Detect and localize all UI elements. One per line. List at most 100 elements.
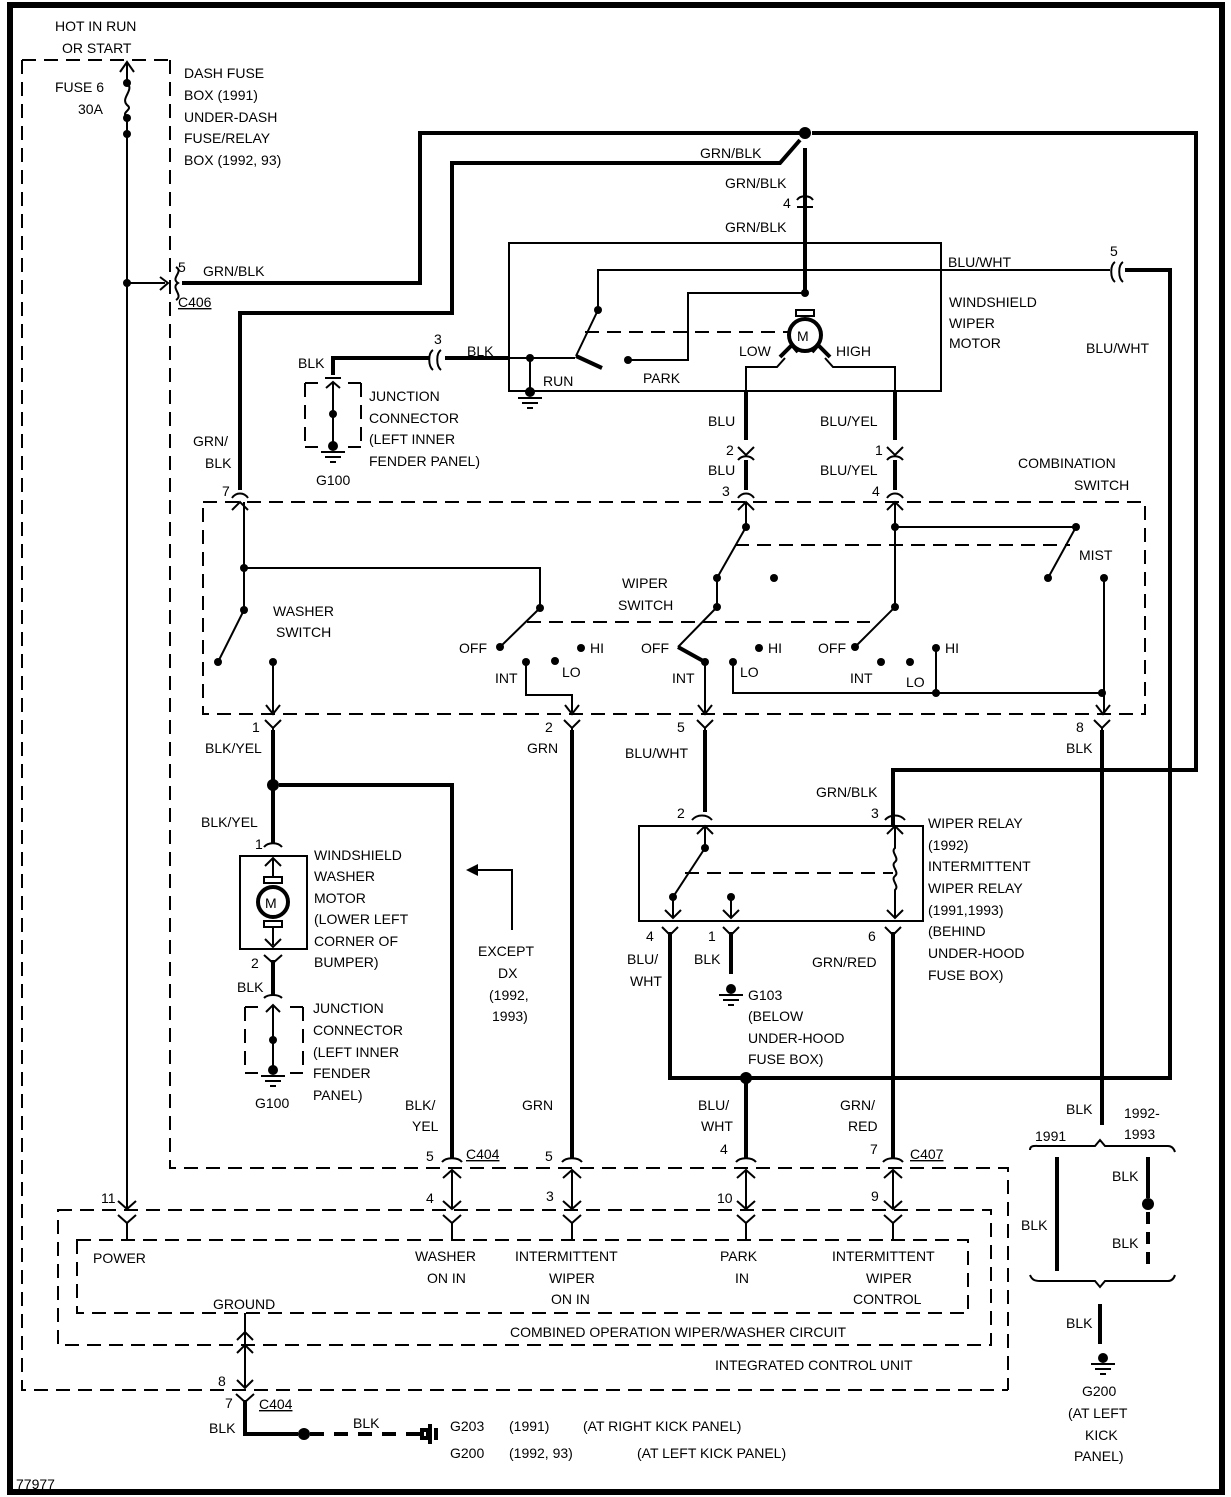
wire-label-blk-dashed: BLK xyxy=(353,1415,380,1431)
icu-int-ctrl-label-2: WIPER xyxy=(866,1270,912,1286)
c404-pin-5b: 5 xyxy=(545,1148,553,1164)
g100-top-label: G100 xyxy=(316,472,350,488)
relay-label-1: WIPER RELAY xyxy=(928,815,1023,831)
relay-label-2: (1992) xyxy=(928,837,968,853)
wire-label-grn-blk-relay: GRN/BLK xyxy=(816,784,878,800)
jc-bottom-label-5: PANEL) xyxy=(313,1087,363,1103)
combined-operation-circuit-box xyxy=(76,1239,969,1314)
fuse-rating: 30A xyxy=(78,101,104,117)
wire-label-blk-right-bottom: BLK xyxy=(1066,1315,1093,1331)
fuse-icon xyxy=(124,82,131,118)
wire-label-grn-slash: GRN/ xyxy=(193,433,228,449)
fuse-box-boundary-inner xyxy=(169,60,1009,1390)
c404-label-top: C404 xyxy=(466,1146,500,1162)
g200-right-loc-3: PANEL) xyxy=(1074,1448,1124,1464)
jc-top-label-1: JUNCTION xyxy=(369,388,440,404)
icu-pin-4: 4 xyxy=(426,1190,434,1206)
washer-pin-1: 1 xyxy=(255,836,263,852)
cs-pin-4: 4 xyxy=(872,483,880,499)
wire-label-blk-1992-a: BLK xyxy=(1112,1168,1139,1184)
wire-label-blu-yel-b: BLU/YEL xyxy=(820,462,878,478)
wire-label-wht-b: WHT xyxy=(701,1118,733,1134)
wire-label-grn-blk-a: GRN/BLK xyxy=(700,145,762,161)
icu-int-on-label-1: INTERMITTENT xyxy=(515,1248,618,1264)
washer-motor-label-1: WINDSHIELD xyxy=(314,847,402,863)
power-source-line2: OR START xyxy=(62,40,132,56)
icu-int-on-label-2: WIPER xyxy=(549,1270,595,1286)
combo-switch-label-2: SWITCH xyxy=(1074,477,1129,493)
except-note-3: (1992, xyxy=(489,987,529,1003)
icu-pin-3: 3 xyxy=(546,1188,554,1204)
sw1-int: INT xyxy=(495,670,518,686)
washer-motor-label-3: MOTOR xyxy=(314,890,366,906)
sw2-off: OFF xyxy=(641,640,669,656)
wire-label-grn-blk-c406: GRN/BLK xyxy=(203,263,265,279)
sw1-off: OFF xyxy=(459,640,487,656)
motor-connector-pin5 xyxy=(1110,261,1124,283)
icu-park-label-1: PARK xyxy=(720,1248,758,1264)
cs-pin-8: 8 xyxy=(1076,719,1084,735)
brace-bottom xyxy=(1029,1274,1176,1289)
wiper-motor-label-2: WIPER xyxy=(949,315,995,331)
wire-label-blk-slash: BLK/ xyxy=(405,1097,435,1113)
wiper-motor-label-1: WINDSHIELD xyxy=(949,294,1037,310)
wire-grn-blk-1 xyxy=(182,131,805,285)
motor-low-label: LOW xyxy=(739,343,772,359)
g203-year: (1991) xyxy=(509,1418,549,1434)
jc-top-label-2: CONNECTOR xyxy=(369,410,459,426)
relay-pin-1: 1 xyxy=(708,928,716,944)
pin-3-label: 3 xyxy=(434,331,442,347)
year-1992-label: 1992- xyxy=(1124,1105,1160,1121)
wiper-motor-box xyxy=(508,242,942,392)
combination-switch-box xyxy=(202,501,1146,715)
g200-label: G200 xyxy=(450,1445,484,1461)
fuse-box-label-3: UNDER-DASH xyxy=(184,109,277,125)
cs-pin-3: 3 xyxy=(722,483,730,499)
relay-pin-2: 2 xyxy=(677,805,685,821)
icu-int-on-label-3: ON IN xyxy=(551,1291,590,1307)
g200-right-loc-1: (AT LEFT xyxy=(1068,1405,1128,1421)
relay-label-8: FUSE BOX) xyxy=(928,967,1003,983)
wire-label-blk-washer: BLK xyxy=(237,979,264,995)
wire-label-blu-slash-a: BLU/ xyxy=(627,951,658,967)
jc-top-label-4: FENDER PANEL) xyxy=(369,453,480,469)
washer-motor-symbol: M xyxy=(265,895,277,911)
pin-2-label: 2 xyxy=(726,442,734,458)
washer-motor-label-6: BUMPER) xyxy=(314,954,379,970)
relay-label-4: WIPER RELAY xyxy=(928,880,1023,896)
wire-label-yel: YEL xyxy=(412,1118,439,1134)
washer-motor-label-4: (LOWER LEFT xyxy=(314,911,409,927)
combo-switch-label-1: COMBINATION xyxy=(1018,455,1116,471)
washer-switch-label-1: WASHER xyxy=(273,603,334,619)
washer-pin-2: 2 xyxy=(251,955,259,971)
fuse-box-label-1: DASH FUSE xyxy=(184,65,264,81)
junction-connector-bottom-box xyxy=(244,1006,304,1074)
except-note-2: DX xyxy=(498,965,518,981)
power-source-line1: HOT IN RUN xyxy=(55,18,136,34)
year-1991-label: 1991 xyxy=(1035,1128,1066,1144)
sw2-lo: LO xyxy=(740,664,759,680)
wiper-motor-label-3: MOTOR xyxy=(949,335,1001,351)
wire-label-blk-ground: BLK xyxy=(209,1420,236,1436)
sw1-hi: HI xyxy=(590,640,604,656)
washer-motor-label-5: CORNER OF xyxy=(314,933,398,949)
relay-pin-4: 4 xyxy=(646,928,654,944)
cs-pin-1: 1 xyxy=(252,719,260,735)
fuse-box-label-2: BOX (1991) xyxy=(184,87,258,103)
c407-pin-4: 4 xyxy=(720,1141,728,1157)
sw3-hi: HI xyxy=(945,640,959,656)
g200-right-label: G200 xyxy=(1082,1383,1116,1399)
wire-label-blk: BLK xyxy=(205,455,232,471)
junction-connector-top-box xyxy=(304,382,362,448)
g200-right-loc-2: KICK xyxy=(1085,1427,1118,1443)
wire-label-blk-1992-b: BLK xyxy=(1112,1235,1139,1251)
except-note-1: EXCEPT xyxy=(478,943,534,959)
wire-label-grn-red: GRN/RED xyxy=(812,954,877,970)
washer-switch-label-2: SWITCH xyxy=(276,624,331,640)
relay-label-7: UNDER-HOOD xyxy=(928,945,1024,961)
icu-ground-label: GROUND xyxy=(213,1296,275,1312)
icu-washer-label-1: WASHER xyxy=(415,1248,476,1264)
icu-park-label-2: IN xyxy=(735,1270,749,1286)
relay-coil-icon xyxy=(886,824,904,920)
